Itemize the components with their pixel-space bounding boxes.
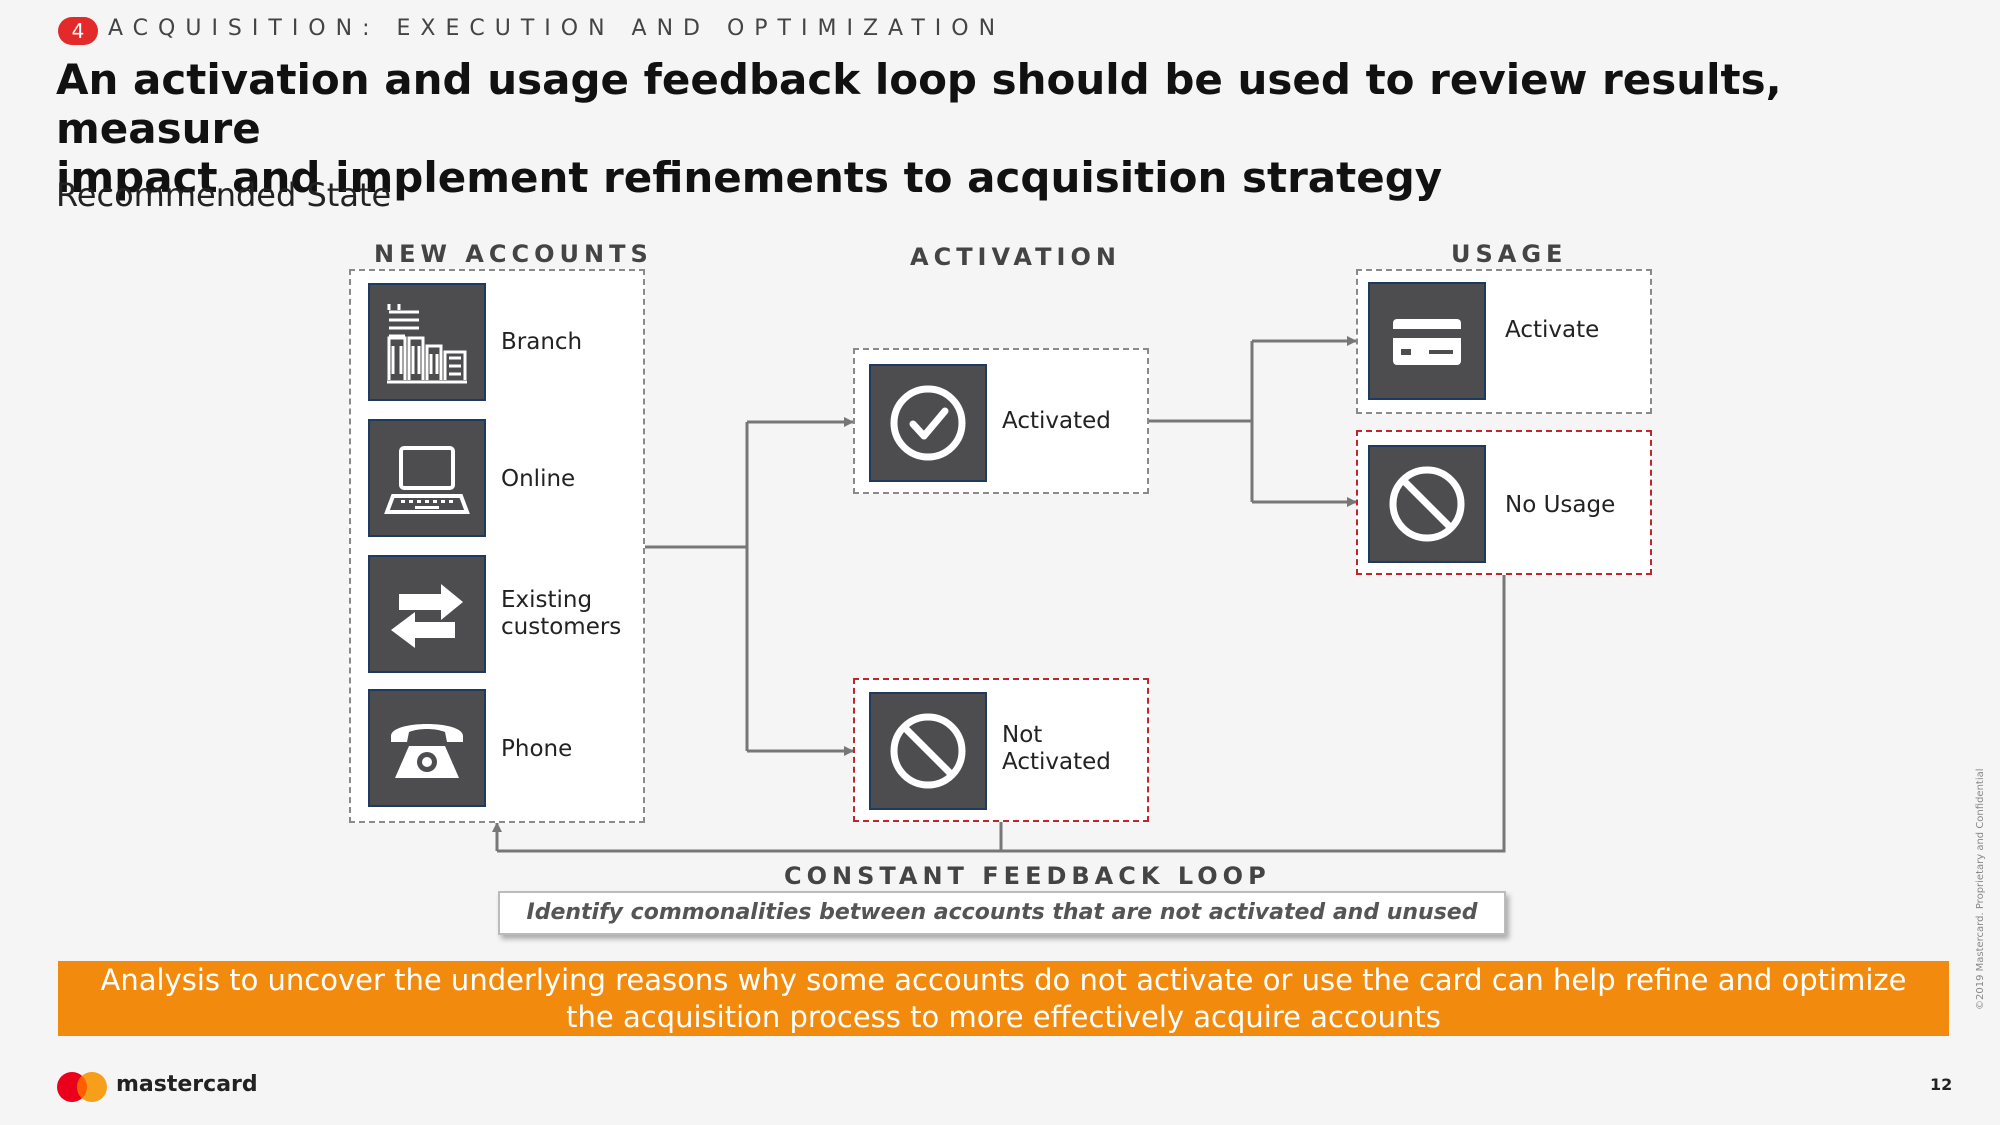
not-activated-line-1: Not	[1002, 722, 1043, 748]
not-activated-box: Not Activated	[853, 678, 1149, 822]
copyright-notice: ©2019 Mastercard. Proprietary and Confid…	[1975, 768, 1986, 1010]
new-account-label-existing-customers: Existing customers	[501, 587, 621, 641]
not-activated-label: Not Activated	[1002, 722, 1111, 776]
feedback-loop-label: CONSTANT FEEDBACK LOOP	[784, 862, 1271, 890]
conclusion-banner-line-2: the acquisition process to more effectiv…	[566, 1000, 1441, 1034]
new-account-label-online: Online	[501, 466, 576, 492]
checkmark-circle-icon	[869, 364, 987, 482]
laptop-glyph	[384, 446, 470, 514]
new-account-label-phone: Phone	[501, 736, 573, 762]
exchange-arrows-icon	[368, 555, 486, 673]
no-usage-box: No Usage	[1356, 430, 1652, 575]
not-activated-line-2: Activated	[1002, 749, 1111, 775]
usage-heading: USAGE	[1451, 240, 1568, 268]
page-title: An activation and usage feedback loop sh…	[56, 55, 1936, 202]
no-usage-label: No Usage	[1505, 492, 1616, 518]
prohibited-icon	[1368, 445, 1486, 563]
telephone-icon	[368, 689, 486, 807]
exchange-arrows-glyph	[391, 584, 463, 648]
page-title-line-2: impact and implement refinements to acqu…	[56, 153, 1443, 202]
credit-card-glyph	[1393, 319, 1461, 365]
conclusion-banner-line-1: Analysis to uncover the underlying reaso…	[100, 963, 1907, 997]
section-number-badge: 4	[58, 17, 98, 45]
new-accounts-box: Branch Online Existing customers	[349, 269, 645, 823]
prohibited-glyph	[890, 713, 966, 789]
activated-label: Activated	[1002, 408, 1111, 434]
mastercard-logo-icon	[57, 1072, 107, 1102]
activate-box: Activate	[1356, 269, 1652, 414]
laptop-icon	[368, 419, 486, 537]
section-label: ACQUISITION: EXECUTION AND OPTIMIZATION	[108, 16, 1006, 41]
page-title-line-1: An activation and usage feedback loop sh…	[56, 55, 1782, 153]
feedback-note-box: Identify commonalities between accounts …	[498, 891, 1506, 935]
brand-name: mastercard	[116, 1072, 258, 1097]
conclusion-banner: Analysis to uncover the underlying reaso…	[58, 961, 1949, 1036]
page-subtitle: Recommended State	[56, 176, 392, 214]
existing-customers-line-1: Existing	[501, 587, 593, 613]
existing-customers-line-2: customers	[501, 614, 622, 640]
new-account-label-branch: Branch	[501, 329, 583, 355]
checkmark-circle-glyph	[890, 385, 966, 461]
activation-heading: ACTIVATION	[910, 243, 1121, 271]
activate-label: Activate	[1505, 317, 1600, 343]
branch-building-glyph	[387, 304, 467, 384]
activated-box: Activated	[853, 348, 1149, 494]
credit-card-icon	[1368, 282, 1486, 400]
branch-building-icon	[368, 283, 486, 401]
new-accounts-heading: NEW ACCOUNTS	[374, 240, 653, 268]
page-number: 12	[1930, 1075, 1953, 1094]
prohibited-icon	[869, 692, 987, 810]
telephone-glyph	[391, 724, 463, 778]
prohibited-glyph	[1389, 466, 1465, 542]
